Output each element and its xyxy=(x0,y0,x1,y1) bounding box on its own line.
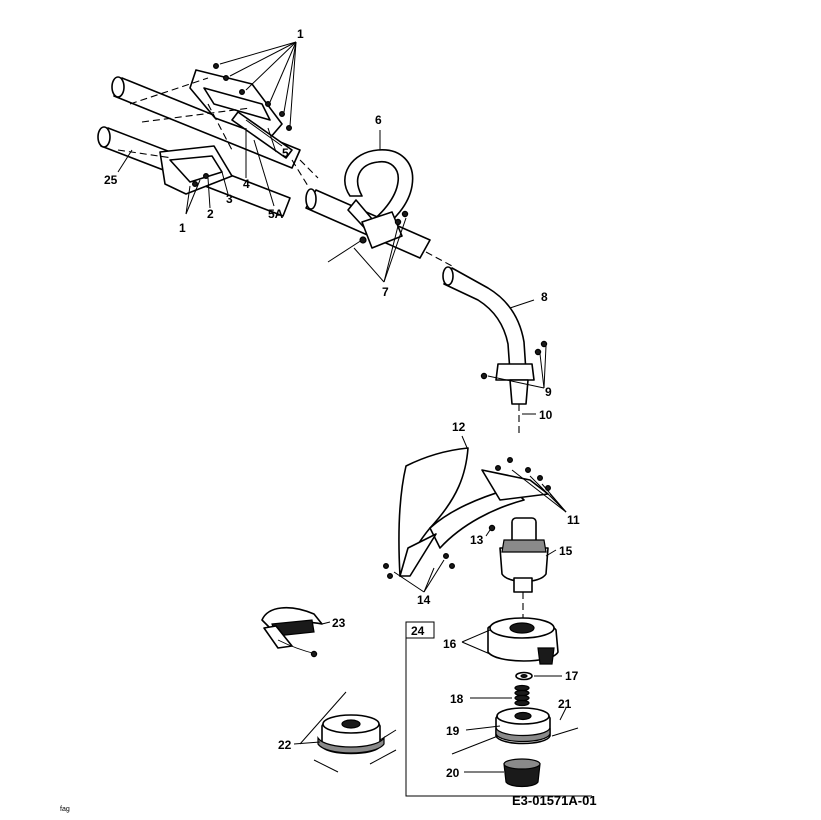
label-25: 25 xyxy=(104,173,118,187)
callout-1-top-leaders xyxy=(219,41,297,127)
label-15: 15 xyxy=(559,544,573,558)
corner-mark: fag xyxy=(60,806,70,813)
label-23: 23 xyxy=(332,616,346,630)
label-17: 17 xyxy=(565,669,579,683)
spool xyxy=(451,707,579,755)
upper-shaft-assembly xyxy=(97,62,319,217)
spool-assembly-box xyxy=(405,621,592,797)
spare-spool xyxy=(293,691,397,773)
aux-handle-leaders xyxy=(353,130,407,283)
label-14: 14 xyxy=(417,593,431,607)
label-5: 5 xyxy=(282,146,289,160)
label-13: 13 xyxy=(470,533,484,547)
label-3: 3 xyxy=(226,192,233,206)
label-19: 19 xyxy=(446,724,460,738)
accessory-clip xyxy=(261,607,331,658)
label-16: 16 xyxy=(443,637,457,651)
knob xyxy=(464,758,541,788)
label-11: 11 xyxy=(567,513,580,527)
spring xyxy=(470,684,530,707)
spool-cover xyxy=(461,617,559,665)
label-8: 8 xyxy=(541,290,548,304)
callout-labels: 1 25 1 2 3 4 5 5A 6 7 8 9 10 12 11 13 15… xyxy=(60,27,597,813)
bent-shaft xyxy=(442,266,548,436)
label-1-bottom: 1 xyxy=(179,221,186,235)
upper-leaders xyxy=(117,127,277,215)
label-6: 6 xyxy=(375,113,382,127)
washer xyxy=(515,671,562,681)
label-20: 20 xyxy=(446,766,460,780)
housing-screws xyxy=(192,62,293,188)
auxiliary-handle xyxy=(327,149,414,263)
label-1-top: 1 xyxy=(297,27,304,41)
drawing-code: E3-01571A-01 xyxy=(512,793,597,808)
label-21: 21 xyxy=(558,697,572,711)
label-2: 2 xyxy=(207,207,214,221)
label-9: 9 xyxy=(545,385,552,399)
label-12: 12 xyxy=(452,420,466,434)
label-24: 24 xyxy=(411,624,425,638)
label-18: 18 xyxy=(450,692,464,706)
label-10: 10 xyxy=(539,408,553,422)
label-4: 4 xyxy=(243,177,250,191)
guard xyxy=(383,435,567,593)
motor xyxy=(485,517,557,620)
label-22: 22 xyxy=(278,738,292,752)
label-7: 7 xyxy=(382,285,389,299)
label-5a: 5A xyxy=(268,207,284,221)
